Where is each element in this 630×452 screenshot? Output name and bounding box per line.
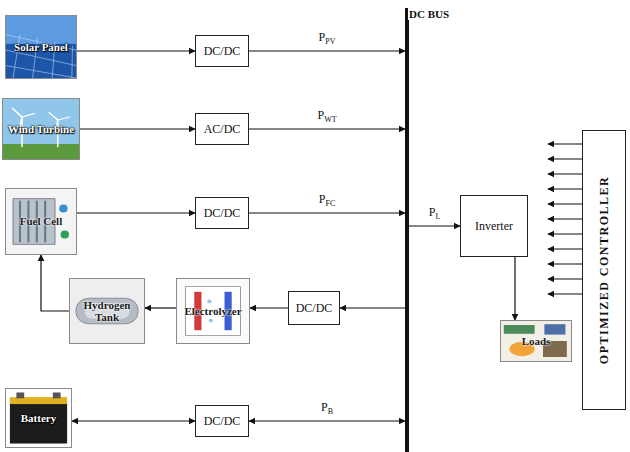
converter-box: AC/DC (195, 113, 249, 145)
node-label: DC/DC (296, 301, 333, 316)
electrolyzer: Electrolyzer (176, 278, 250, 344)
hydrogen-tank: Hydrogen Tank (69, 278, 145, 344)
node-label: Electrolyzer (182, 305, 243, 317)
inverter-box: Inverter (460, 195, 528, 257)
loads: Loads (500, 320, 572, 362)
power-connector (340, 307, 405, 308)
power-connector (249, 212, 405, 213)
converter-box: DC/DC (195, 405, 249, 437)
node-label: DC BUS (408, 8, 450, 20)
power-label: PPV (317, 30, 338, 47)
converter-box: DC/DC (195, 35, 249, 67)
power-connector (409, 225, 460, 226)
power-connector (249, 420, 405, 421)
controller-box: OPTIMIZED CONTROLLER (582, 130, 626, 410)
power-connector (77, 212, 195, 213)
power-connector (250, 307, 288, 308)
power-label: PL (427, 205, 443, 222)
converter-box: DC/DC (288, 291, 340, 325)
power-label: PFC (317, 192, 337, 209)
node-label: DC/DC (204, 414, 241, 429)
node-label: Loads (520, 335, 553, 347)
solar-panel: Solar Panel (5, 15, 77, 79)
node-label: Wind Turbine (6, 123, 76, 135)
power-connector (145, 307, 176, 308)
node-label: Hydrogen Tank (70, 299, 144, 323)
power-connector (72, 420, 195, 421)
power-connector (249, 50, 405, 51)
node-label: Battery (19, 412, 58, 424)
power-connector (249, 128, 405, 129)
signal-arrows (548, 144, 582, 294)
battery: Battery (5, 388, 72, 448)
fuel-cell: Fuel Cell (5, 188, 77, 255)
node-label: AC/DC (204, 122, 241, 137)
converter-box: DC/DC (195, 197, 249, 229)
dc-bus: DC BUS (405, 8, 409, 452)
node-label: OPTIMIZED CONTROLLER (597, 176, 612, 364)
power-connector (80, 128, 195, 129)
node-label: Fuel Cell (18, 215, 64, 227)
power-label: PB (319, 400, 335, 417)
power-label: PWT (315, 108, 338, 125)
node-label: DC/DC (204, 44, 241, 59)
node-label: DC/DC (204, 206, 241, 221)
node-label: Solar Panel (12, 41, 70, 53)
node-label: Inverter (475, 219, 513, 234)
power-connector (77, 50, 195, 51)
wind-turbine: Wind Turbine (2, 98, 80, 160)
power-connector (41, 255, 69, 311)
power-connector (514, 257, 515, 320)
